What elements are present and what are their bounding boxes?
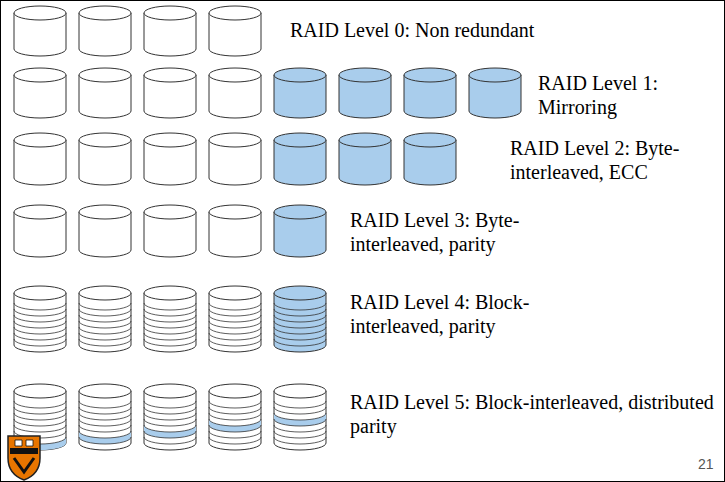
disk <box>79 6 131 56</box>
disk <box>79 68 131 118</box>
disk <box>14 133 66 185</box>
level-label: RAID Level 1: Mirroring <box>538 71 688 119</box>
disk <box>274 133 326 185</box>
disk <box>404 68 456 118</box>
disk <box>14 6 66 56</box>
disk <box>14 205 66 257</box>
disk <box>144 68 196 118</box>
disk <box>144 133 196 185</box>
disk <box>79 133 131 185</box>
disk <box>404 133 456 185</box>
disk <box>209 68 261 118</box>
disk <box>144 205 196 257</box>
disk <box>339 133 391 185</box>
disk <box>209 133 261 185</box>
disk <box>79 205 131 257</box>
level-label: RAID Level 3: Byte-interleaved, parity <box>350 208 610 256</box>
stacked-disk <box>14 286 66 352</box>
stacked-disk <box>144 384 196 450</box>
page-number: 21 <box>698 456 722 472</box>
disk <box>209 205 261 257</box>
disk <box>14 68 66 118</box>
shield-logo <box>8 436 40 480</box>
disk <box>339 68 391 118</box>
stacked-disk <box>144 286 196 352</box>
disk <box>274 205 326 257</box>
stacked-disk <box>209 286 261 352</box>
level-label: RAID Level 2: Byte-interleaved, ECC <box>510 136 722 184</box>
disk <box>469 68 521 118</box>
stacked-disk <box>209 384 261 450</box>
level-label: RAID Level 4: Block-interleaved, parity <box>350 290 610 338</box>
level-label: RAID Level 0: Non redundant <box>290 18 620 42</box>
disk <box>274 68 326 118</box>
level-label: RAID Level 5: Block-interleaved, distrib… <box>350 390 722 438</box>
stacked-disk <box>79 286 131 352</box>
disk <box>144 6 196 56</box>
disk <box>209 6 261 56</box>
stacked-disk <box>79 384 131 450</box>
stacked-disk <box>274 286 326 352</box>
stacked-disk <box>274 384 326 450</box>
